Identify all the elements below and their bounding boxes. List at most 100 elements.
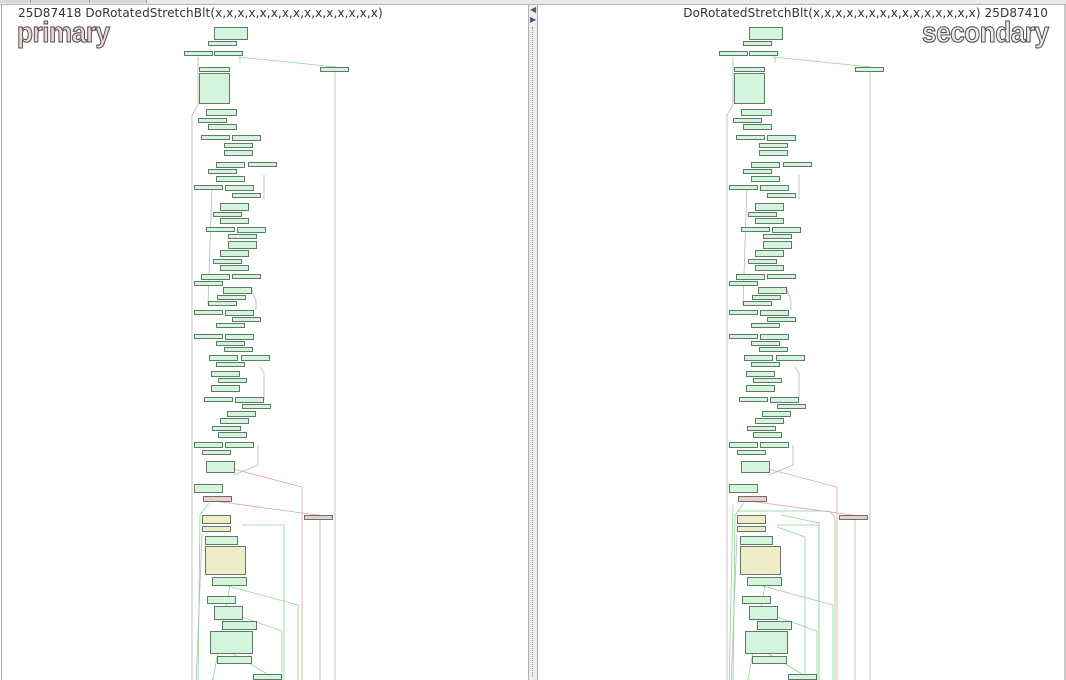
primary-basic-block[interactable] xyxy=(211,371,240,377)
primary-basic-block[interactable] xyxy=(204,397,233,402)
secondary-basic-block[interactable] xyxy=(760,310,789,316)
secondary-basic-block[interactable] xyxy=(743,301,772,306)
secondary-basic-block[interactable] xyxy=(763,234,792,239)
secondary-basic-block[interactable] xyxy=(738,496,767,502)
secondary-basic-block[interactable] xyxy=(749,51,778,56)
primary-basic-block[interactable] xyxy=(208,169,237,174)
secondary-basic-block[interactable] xyxy=(741,461,770,473)
primary-basic-block[interactable] xyxy=(199,73,230,104)
primary-basic-block[interactable] xyxy=(216,162,245,168)
secondary-basic-block[interactable] xyxy=(752,656,787,664)
primary-basic-block[interactable] xyxy=(216,323,245,328)
primary-basic-block[interactable] xyxy=(212,426,241,431)
secondary-basic-block[interactable] xyxy=(753,432,782,438)
secondary-basic-block[interactable] xyxy=(752,295,781,300)
secondary-basic-block[interactable] xyxy=(729,334,758,339)
secondary-basic-block[interactable] xyxy=(759,150,788,156)
secondary-basic-block[interactable] xyxy=(748,259,777,264)
primary-basic-block[interactable] xyxy=(211,385,240,392)
primary-basic-block[interactable] xyxy=(237,227,266,233)
primary-basic-block[interactable] xyxy=(228,241,257,249)
secondary-basic-block[interactable] xyxy=(755,203,784,211)
primary-basic-block[interactable] xyxy=(205,546,246,575)
secondary-basic-block[interactable] xyxy=(763,241,792,249)
secondary-basic-block[interactable] xyxy=(729,484,758,493)
secondary-basic-block[interactable] xyxy=(741,227,770,232)
primary-basic-block[interactable] xyxy=(214,27,248,40)
secondary-basic-block[interactable] xyxy=(729,281,758,286)
primary-basic-block[interactable] xyxy=(208,124,237,130)
secondary-basic-block[interactable] xyxy=(736,135,765,140)
pane-splitter[interactable]: ◀ ▶ xyxy=(528,5,538,680)
primary-basic-block[interactable] xyxy=(223,287,252,294)
secondary-basic-block[interactable] xyxy=(749,606,778,620)
primary-basic-block[interactable] xyxy=(209,355,238,361)
secondary-basic-block[interactable] xyxy=(742,596,771,604)
secondary-basic-block[interactable] xyxy=(772,227,801,233)
secondary-basic-block[interactable] xyxy=(740,536,773,545)
secondary-flowgraph[interactable] xyxy=(538,5,1064,680)
primary-basic-block[interactable] xyxy=(320,67,349,72)
secondary-basic-block[interactable] xyxy=(762,411,791,417)
primary-basic-block[interactable] xyxy=(232,193,261,198)
primary-basic-block[interactable] xyxy=(212,577,247,586)
secondary-basic-block[interactable] xyxy=(745,631,788,654)
primary-basic-block[interactable] xyxy=(220,203,249,211)
secondary-basic-block[interactable] xyxy=(737,526,766,532)
primary-basic-block[interactable] xyxy=(194,185,223,190)
primary-basic-block[interactable] xyxy=(206,227,235,232)
primary-basic-block[interactable] xyxy=(235,397,264,403)
primary-basic-block[interactable] xyxy=(222,621,257,630)
primary-basic-block[interactable] xyxy=(248,162,277,167)
secondary-basic-block[interactable] xyxy=(734,67,765,72)
primary-basic-block[interactable] xyxy=(199,67,230,72)
secondary-basic-block[interactable] xyxy=(767,135,796,141)
primary-basic-block[interactable] xyxy=(210,631,253,654)
primary-basic-block[interactable] xyxy=(203,496,232,502)
primary-basic-block[interactable] xyxy=(304,515,333,520)
secondary-basic-block[interactable] xyxy=(770,397,799,403)
primary-basic-block[interactable] xyxy=(253,674,282,680)
primary-basic-block[interactable] xyxy=(225,185,254,191)
primary-basic-block[interactable] xyxy=(213,259,242,264)
secondary-basic-block[interactable] xyxy=(776,355,805,361)
primary-basic-block[interactable] xyxy=(225,310,254,316)
tab-3[interactable] xyxy=(90,0,147,3)
secondary-basic-block[interactable] xyxy=(748,212,777,217)
secondary-basic-block[interactable] xyxy=(755,218,784,224)
secondary-basic-block[interactable] xyxy=(743,169,772,174)
secondary-basic-block[interactable] xyxy=(746,371,775,377)
primary-basic-block[interactable] xyxy=(227,411,256,417)
secondary-basic-block[interactable] xyxy=(719,51,748,56)
secondary-basic-block[interactable] xyxy=(783,162,812,167)
splitter-grip[interactable] xyxy=(532,27,535,677)
secondary-basic-block[interactable] xyxy=(729,442,758,448)
secondary-basic-block[interactable] xyxy=(755,265,784,271)
primary-basic-block[interactable] xyxy=(218,432,247,438)
secondary-graph-pane[interactable]: DoRotatedStretchBlt(x,x,x,x,x,x,x,x,x,x,… xyxy=(538,5,1064,680)
primary-basic-block[interactable] xyxy=(202,515,231,524)
secondary-basic-block[interactable] xyxy=(733,118,762,123)
primary-basic-block[interactable] xyxy=(194,281,223,286)
primary-basic-block[interactable] xyxy=(242,404,271,409)
secondary-basic-block[interactable] xyxy=(767,274,796,279)
secondary-basic-block[interactable] xyxy=(759,143,788,148)
secondary-graph-canvas[interactable] xyxy=(538,5,1064,680)
secondary-basic-block[interactable] xyxy=(751,176,780,182)
primary-basic-block[interactable] xyxy=(241,355,270,361)
primary-basic-block[interactable] xyxy=(214,606,243,620)
primary-basic-block[interactable] xyxy=(220,218,249,224)
secondary-basic-block[interactable] xyxy=(740,546,781,575)
primary-basic-block[interactable] xyxy=(220,418,249,424)
primary-basic-block[interactable] xyxy=(194,484,223,493)
primary-basic-block[interactable] xyxy=(206,461,235,473)
secondary-basic-block[interactable] xyxy=(747,577,782,586)
secondary-basic-block[interactable] xyxy=(746,385,775,392)
primary-basic-block[interactable] xyxy=(228,234,257,239)
primary-basic-block[interactable] xyxy=(202,526,231,532)
primary-basic-block[interactable] xyxy=(207,596,236,604)
secondary-basic-block[interactable] xyxy=(737,515,766,524)
primary-flowgraph[interactable] xyxy=(2,5,528,680)
primary-basic-block[interactable] xyxy=(184,51,213,56)
primary-basic-block[interactable] xyxy=(201,135,230,140)
